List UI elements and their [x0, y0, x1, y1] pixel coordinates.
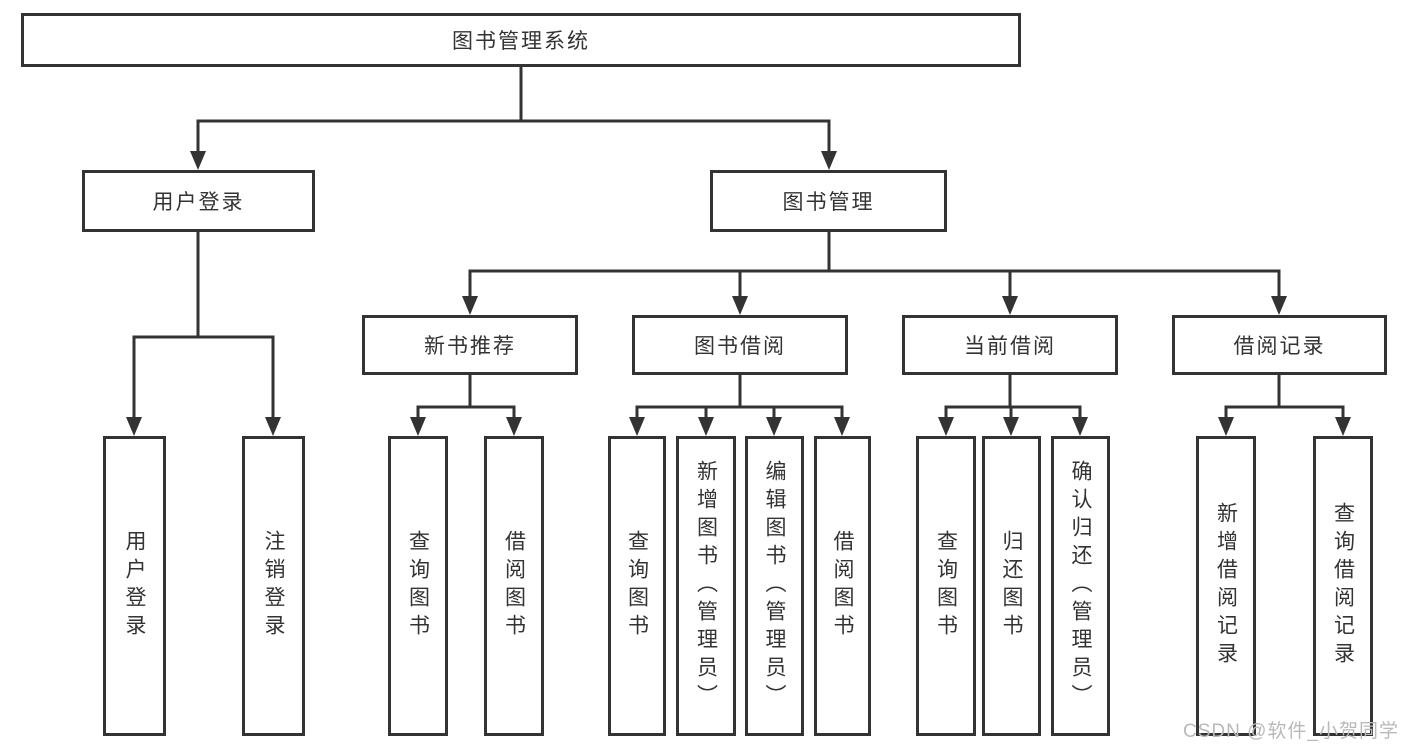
- leaf-label: 新增借阅记录: [1214, 502, 1238, 670]
- node-user-login: 用户登录: [82, 170, 315, 232]
- leaf-add-books-admin: 新增图书（管理员）: [676, 436, 736, 736]
- leaf-logout: 注销登录: [242, 436, 305, 736]
- node-root-system: 图书管理系统: [21, 13, 1021, 67]
- arrowheads: [126, 151, 1351, 436]
- node-new-book-recommend: 新书推荐: [362, 315, 578, 375]
- leaf-borrow-books-borrowing: 借阅图书: [814, 436, 871, 736]
- leaf-label: 查询图书: [625, 530, 649, 642]
- leaf-label: 借阅图书: [502, 530, 526, 642]
- leaf-borrow-books-recommend: 借阅图书: [484, 436, 544, 736]
- leaf-add-borrow-record: 新增借阅记录: [1196, 436, 1256, 736]
- leaf-return-books: 归还图书: [982, 436, 1041, 736]
- leaf-user-login: 用户登录: [103, 436, 166, 736]
- leaf-label: 借阅图书: [831, 530, 855, 642]
- leaf-label: 新增图书（管理员）: [694, 460, 718, 712]
- leaf-label: 查询图书: [934, 530, 958, 642]
- leaf-edit-books-admin: 编辑图书（管理员）: [745, 436, 804, 736]
- leaf-label: 注销登录: [262, 530, 286, 642]
- leaf-confirm-return-admin: 确认归还（管理员）: [1051, 436, 1110, 736]
- leaf-query-books-recommend: 查询图书: [388, 436, 448, 736]
- leaf-query-books-current: 查询图书: [916, 436, 976, 736]
- node-borrowing-records: 借阅记录: [1172, 315, 1387, 375]
- leaf-label: 查询借阅记录: [1331, 502, 1355, 670]
- leaf-query-borrow-record: 查询借阅记录: [1313, 436, 1373, 736]
- csdn-watermark: CSDN @软件_小贺同学: [1183, 721, 1399, 742]
- leaf-label: 归还图书: [1000, 530, 1024, 642]
- leaf-label: 查询图书: [406, 530, 430, 642]
- node-current-borrowing: 当前借阅: [902, 315, 1118, 375]
- node-book-management: 图书管理: [710, 170, 947, 232]
- leaf-label: 编辑图书（管理员）: [763, 460, 787, 712]
- leaf-label: 用户登录: [123, 530, 147, 642]
- leaf-query-books-borrowing: 查询图书: [608, 436, 666, 736]
- leaf-label: 确认归还（管理员）: [1069, 460, 1093, 712]
- node-book-borrowing: 图书借阅: [632, 315, 848, 375]
